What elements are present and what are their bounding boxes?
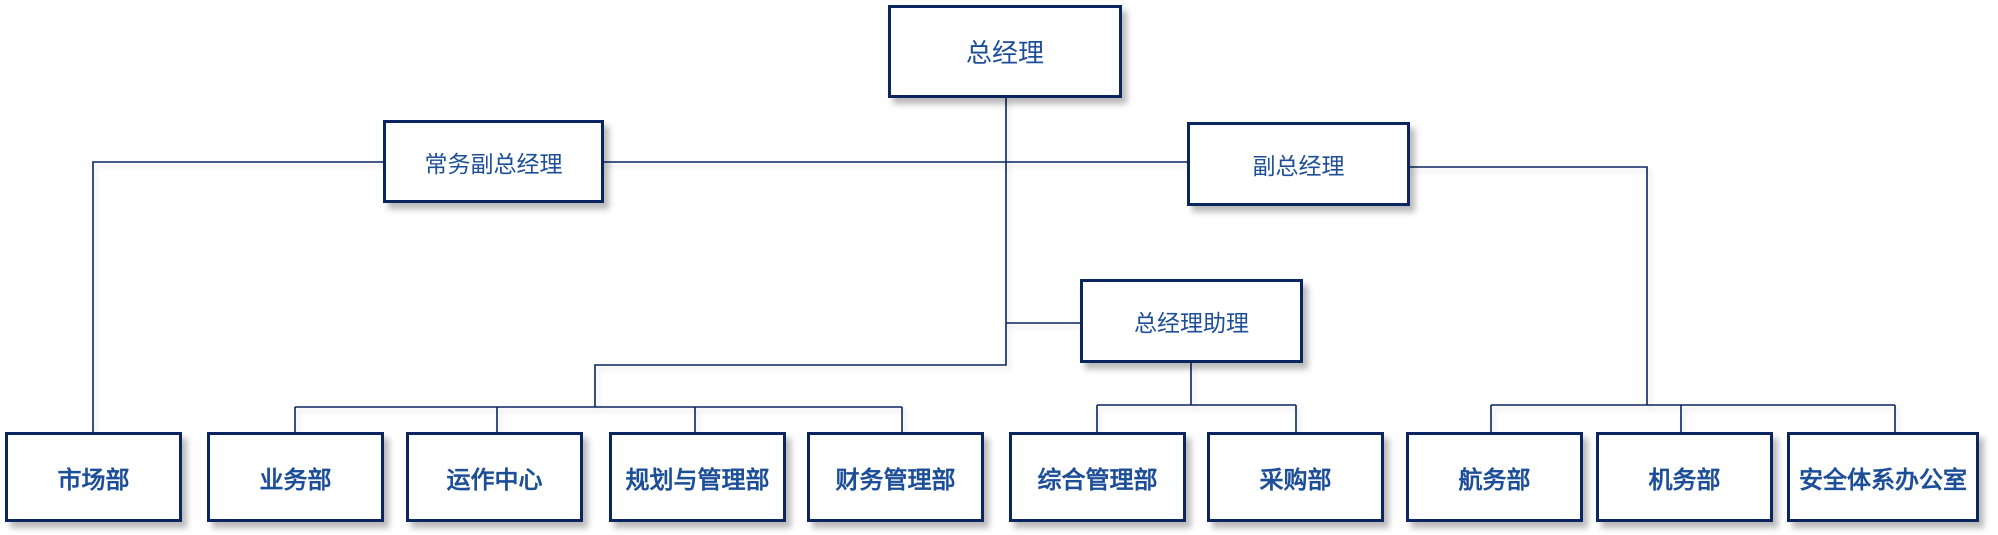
node-label: 市场部 — [57, 465, 130, 494]
node-general-manager[interactable]: 总经理 — [888, 5, 1122, 98]
node-vice-gm[interactable]: 副总经理 — [1187, 122, 1410, 206]
node-label: 安全体系办公室 — [1799, 465, 1967, 494]
node-label: 副总经理 — [1252, 154, 1345, 180]
node-department[interactable]: 安全体系办公室 — [1787, 432, 1979, 522]
connector-gm-trunk — [594, 97, 1007, 407]
connector-evp-market — [92, 161, 383, 432]
node-department[interactable]: 综合管理部 — [1009, 432, 1186, 522]
node-executive-vice-gm[interactable]: 常务副总经理 — [383, 120, 604, 203]
node-department[interactable]: 航务部 — [1406, 432, 1583, 522]
node-label: 常务副总经理 — [424, 151, 563, 178]
node-department[interactable]: 市场部 — [5, 432, 182, 522]
node-department[interactable]: 业务部 — [207, 432, 384, 522]
node-department[interactable]: 运作中心 — [406, 432, 583, 522]
node-department[interactable]: 机务部 — [1596, 432, 1773, 522]
node-department[interactable]: 财务管理部 — [807, 432, 984, 522]
node-label: 机务部 — [1648, 465, 1721, 494]
node-label: 综合管理部 — [1037, 465, 1158, 494]
node-label: 总经理助理 — [1134, 311, 1249, 337]
node-department[interactable]: 规划与管理部 — [609, 432, 786, 522]
node-label: 运作中心 — [446, 465, 543, 494]
node-label: 总经理 — [965, 39, 1044, 69]
node-assistant-gm[interactable]: 总经理助理 — [1080, 279, 1303, 363]
node-label: 业务部 — [259, 465, 332, 494]
node-department[interactable]: 采购部 — [1207, 432, 1384, 522]
node-label: 航务部 — [1458, 465, 1531, 494]
node-label: 采购部 — [1259, 465, 1332, 494]
node-label: 规划与管理部 — [625, 465, 770, 494]
connector-vp-right — [1409, 166, 1648, 405]
node-label: 财务管理部 — [835, 465, 956, 494]
